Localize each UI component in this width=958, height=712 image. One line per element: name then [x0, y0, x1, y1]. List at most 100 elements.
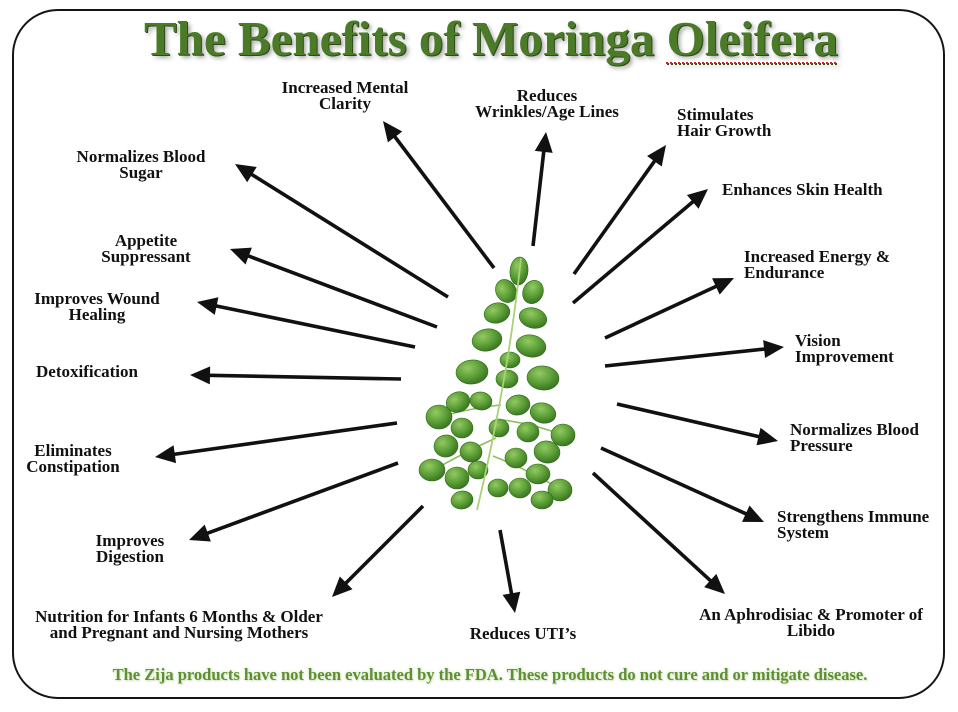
benefit-wrinkles: Reduces Wrinkles/Age Lines [457, 86, 637, 121]
leaflet [526, 365, 560, 391]
benefit-nutrition: Nutrition for Infants 6 Months & Older a… [19, 607, 339, 641]
leaflet [533, 440, 561, 464]
moringa-leaf [418, 256, 576, 510]
leaflet [450, 490, 474, 510]
arrow-blood-pressure [616, 402, 778, 446]
benefit-line: Reduces [516, 86, 578, 105]
arrow-shaft [246, 253, 438, 329]
benefit-hair-growth: Stimulates Hair Growth [677, 106, 772, 140]
benefit-line: Sugar [119, 163, 163, 182]
leaflet [525, 463, 551, 485]
benefit-line: Strengthens Immune [777, 507, 930, 526]
rounded-frame [12, 9, 945, 699]
leaflet [522, 280, 544, 304]
leaflet [487, 478, 509, 498]
arrow-head [190, 366, 211, 385]
arrow-hair-growth [572, 145, 666, 276]
arrow-head [189, 524, 211, 542]
arrows [155, 121, 784, 613]
benefit-line: Normalizes Blood [76, 147, 206, 166]
benefit-immune-system: Strengthens Immune System [777, 507, 930, 541]
benefit-line: Detoxification [36, 362, 138, 381]
benefit-uti: Reduces UTI’s [443, 624, 603, 643]
leaflet [529, 402, 557, 424]
arrow-shaft [392, 134, 496, 270]
arrow-head [383, 121, 403, 143]
leaflet [467, 460, 489, 480]
arrow-head [763, 340, 784, 359]
arrow-constipation [155, 421, 398, 464]
benefit-line: Endurance [744, 263, 825, 282]
leaf-stem [476, 257, 522, 511]
arrow-mental-clarity [383, 121, 496, 270]
benefit-digestion: Improves Digestion [70, 532, 190, 565]
arrow-immune-system [600, 446, 764, 522]
arrow-shaft [591, 471, 713, 584]
fda-disclaimer: The Zija products have not been evaluate… [112, 665, 868, 684]
benefit-line: Suppressant [101, 247, 191, 266]
benefit-appetite-suppressant: Appetite Suppressant [76, 231, 216, 266]
leaflet [516, 421, 540, 443]
benefit-line: Wrinkles/Age Lines [475, 102, 619, 121]
benefit-mental-clarity: Increased Mental Clarity [255, 78, 435, 113]
arrow-head [235, 164, 257, 183]
benefit-line: Normalizes Blood [790, 420, 919, 439]
arrow-shaft [616, 402, 761, 439]
arrow-shaft [572, 158, 658, 276]
arrow-uti [498, 529, 521, 613]
benefit-vision: Vision Improvement [795, 331, 894, 366]
benefit-line: Healing [68, 305, 126, 324]
arrow-shaft [207, 373, 402, 381]
arrow-wrinkles [531, 132, 553, 247]
arrow-shaft [249, 172, 449, 299]
benefit-line: Vision [795, 331, 841, 350]
arrow-shaft [571, 199, 696, 305]
arrow-digestion [189, 461, 399, 542]
benefit-blood-sugar: Normalizes Blood Sugar [56, 147, 226, 182]
benefit-line: Clarity [319, 94, 371, 113]
benefit-aphrodisiac: An Aphrodisiac & Promoter of Libido [686, 606, 936, 640]
leaflet [450, 417, 474, 439]
leaflet [445, 391, 471, 413]
arrow-aphrodisiac [591, 471, 725, 594]
benefit-line: Reduces UTI’s [469, 624, 577, 643]
arrow-head [742, 505, 764, 522]
arrow-shaft [343, 504, 425, 586]
arrow-head [704, 573, 725, 594]
arrow-energy [604, 278, 734, 340]
leaflet [471, 328, 503, 352]
arrow-shaft [531, 149, 546, 247]
arrow-head [332, 576, 353, 597]
leaf-rachis [476, 257, 522, 511]
benefit-detoxification: Detoxification [36, 362, 138, 381]
benefit-skin-health: Enhances Skin Health [722, 181, 883, 198]
arrow-detoxification [190, 366, 402, 385]
arrow-head [534, 132, 553, 153]
arrow-shaft [498, 529, 514, 596]
leaflet [444, 466, 470, 490]
benefit-line: Libido [786, 621, 836, 640]
leaflet [488, 418, 510, 438]
leaflet [515, 334, 547, 358]
leaflet [508, 477, 532, 499]
benefit-energy: Increased Energy & Endurance [744, 248, 890, 282]
arrow-shaft [604, 347, 767, 368]
benefit-line: Hair Growth [677, 121, 772, 140]
leaflet [425, 404, 453, 430]
arrow-wound-healing [197, 297, 416, 349]
benefit-line: Improvement [795, 347, 894, 366]
benefit-constipation: Eliminates Constipation [13, 442, 133, 475]
leaflet [483, 302, 511, 324]
arrow-shaft [604, 283, 719, 340]
benefit-line: Nutrition for Infants 6 Months & Older [35, 607, 323, 626]
page-title: The Benefits of Moringa Oleifera [100, 13, 882, 65]
leaflet [550, 423, 576, 447]
arrow-vision [604, 340, 784, 368]
arrow-head [197, 297, 219, 315]
arrow-nutrition [332, 504, 425, 597]
benefit-blood-pressure: Normalizes Blood Pressure [790, 420, 919, 454]
benefit-line: Appetite [114, 231, 178, 250]
benefit-line: Increased Mental [281, 78, 409, 97]
leaflet [505, 394, 531, 416]
